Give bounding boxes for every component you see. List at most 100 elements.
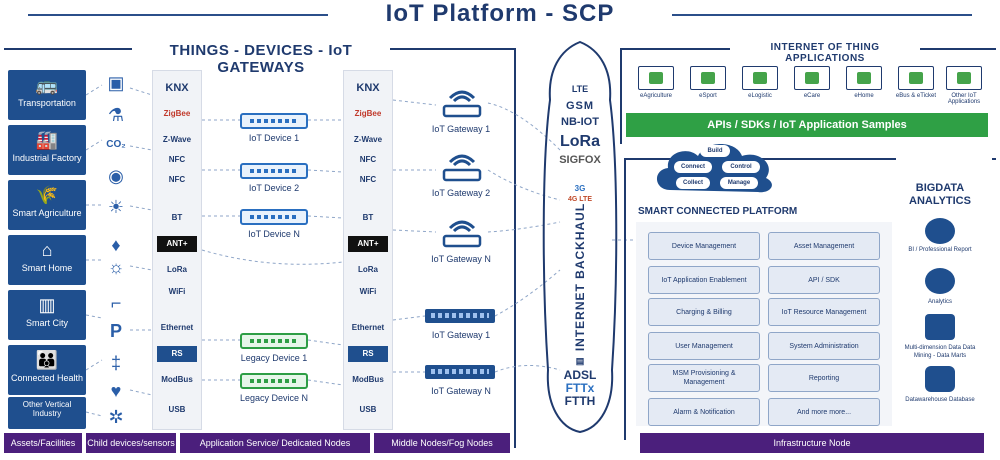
protocol-badge: Ethernet: [160, 323, 194, 332]
wifi-gateway-icon[interactable]: [436, 86, 488, 120]
app-label: Other IoT Applications: [947, 93, 981, 105]
api-sdk-bar[interactable]: APIs / SDKs / IoT Application Samples: [626, 113, 988, 137]
app-icon[interactable]: [742, 66, 778, 90]
platform-button[interactable]: User Management: [648, 332, 760, 360]
app-label: eCare: [803, 93, 821, 99]
bottom-bar-fog-nodes: Middle Nodes/Fog Nodes: [374, 433, 510, 453]
switch-gateway-n-icon[interactable]: [425, 365, 495, 379]
sigfox-label: SIGFOX: [559, 154, 601, 166]
iot-gateway-2-label: IoT Gateway 2: [431, 188, 491, 198]
category-other-vertical-industry[interactable]: Other Vertical Industry: [8, 397, 86, 429]
switch-gateway-1-icon[interactable]: [425, 309, 495, 323]
factory-icon: 🏭: [35, 130, 59, 150]
fttx-label: FTTx: [565, 381, 595, 395]
iot-device-1-router[interactable]: [240, 113, 308, 129]
nbiot-label: NB-IOT: [561, 116, 599, 128]
protocol-badge: Z-Wave: [162, 135, 192, 144]
app-icon[interactable]: [898, 66, 934, 90]
parking-icon: P: [109, 321, 122, 341]
platform-button[interactable]: IoT Application Enablement: [648, 266, 760, 294]
protocol-badge: LoRa: [358, 265, 378, 274]
app-icon[interactable]: [690, 66, 726, 90]
protocol-badge: KNX: [165, 82, 189, 94]
protocol-badge: ZigBee: [354, 109, 382, 118]
app-icon[interactable]: [946, 66, 982, 90]
category-label: Smart City: [25, 318, 68, 328]
category-label: Connected Health: [10, 373, 84, 383]
analytics-icon: [925, 268, 955, 294]
legacy-device-1-router[interactable]: [240, 333, 308, 349]
app-icon[interactable]: [638, 66, 674, 90]
bottom-bar-infrastructure: Infrastructure Node: [640, 433, 984, 453]
category-industrial-factory[interactable]: 🏭Industrial Factory: [8, 125, 86, 175]
platform-button[interactable]: Asset Management: [768, 232, 880, 260]
category-smart-home[interactable]: ⌂Smart Home: [8, 235, 86, 285]
protocol-badge: USB: [168, 405, 186, 414]
title-rule-right: [672, 14, 972, 16]
bottom-bar-child-devices: Child devices/sensors: [86, 433, 176, 453]
house-icon: ⌂: [41, 240, 53, 260]
platform-button[interactable]: API / SDK: [768, 266, 880, 294]
iot-device-2-router[interactable]: [240, 163, 308, 179]
bottom-bar-app-service: Application Service/ Dedicated Nodes: [180, 433, 370, 453]
legacy-device-n-router[interactable]: [240, 373, 308, 389]
category-connected-health[interactable]: 👪 Connected Health: [8, 345, 86, 395]
platform-button[interactable]: Charging & Billing: [648, 298, 760, 326]
protocol-badge: ANT+: [348, 236, 388, 252]
apps-title: INTERNET OF THING APPLICATIONS: [730, 42, 920, 64]
platform-button[interactable]: Device Management: [648, 232, 760, 260]
title-rule-left: [28, 14, 328, 16]
legacy-device-n-label: Legacy Device N: [239, 393, 309, 403]
3g-label: 3G: [574, 184, 586, 193]
thermometer-icon: ‡: [110, 353, 121, 373]
iot-device-1-label: IoT Device 1: [248, 133, 300, 143]
report-icon: [925, 218, 955, 244]
category-smart-city[interactable]: ▥ Smart City: [8, 290, 86, 340]
legacy-device-1-label: Legacy Device 1: [240, 353, 308, 363]
sun-icon: ☀: [107, 197, 125, 217]
protocol-badge: Z-Wave: [353, 135, 383, 144]
wifi-gateway-icon[interactable]: [436, 150, 488, 184]
category-transportation[interactable]: 🚌Transportation: [8, 70, 86, 120]
platform-button[interactable]: System Administration: [768, 332, 880, 360]
page-title: IoT Platform - SCP: [385, 0, 615, 27]
app-icon[interactable]: [794, 66, 830, 90]
platform-button[interactable]: MSM Provisioning & Management: [648, 364, 760, 392]
family-icon: 👪: [35, 350, 59, 370]
category-smart-agriculture[interactable]: 🌾Smart Agriculture: [8, 180, 86, 230]
4g-lte-label: 4G LTE: [568, 196, 592, 203]
iot-gateway-1-wired-label: IoT Gateway 1: [431, 330, 491, 340]
platform-button[interactable]: Alarm & Notification: [648, 398, 760, 426]
platform-button[interactable]: IoT Resource Management: [768, 298, 880, 326]
protocol-badge: NFC: [168, 175, 186, 184]
wifi-gateway-icon[interactable]: [436, 216, 488, 250]
platform-button[interactable]: Reporting: [768, 364, 880, 392]
iot-device-2-label: IoT Device 2: [248, 183, 300, 193]
app-icon[interactable]: [846, 66, 882, 90]
iot-device-n-router[interactable]: [240, 209, 308, 225]
camera-icon: ⌐: [110, 293, 122, 313]
cube-icon: [925, 314, 955, 340]
app-label: eAgriculture: [639, 93, 672, 99]
platform-frame: [624, 158, 996, 440]
platform-button[interactable]: And more more...: [768, 398, 880, 426]
iot-device-n-label: IoT Device N: [248, 229, 300, 239]
buildings-icon: ▥: [38, 295, 56, 315]
monitor-icon: ▣: [107, 73, 125, 93]
bigdata-title-line1: BIGDATA: [915, 182, 965, 194]
bigdata-item-datamart: Multi-dimension Data Data Mining - Data …: [904, 345, 976, 359]
heartbeat-icon: ♥: [110, 381, 122, 401]
bulb-icon: ☼: [107, 257, 125, 277]
protocol-badge: RS: [348, 346, 388, 362]
category-label: Transportation: [18, 98, 76, 108]
water-drop-icon: ♦: [111, 235, 121, 255]
protocol-badge: NFC: [168, 155, 186, 164]
protocol-badge: USB: [359, 405, 377, 414]
lora-label: LoRa: [560, 133, 600, 150]
platform-title: SMART CONNECTED PLATFORM: [638, 206, 798, 217]
protocol-badge: WiFi: [359, 287, 377, 296]
category-label: Smart Agriculture: [12, 208, 82, 218]
protocol-badge: KNX: [356, 82, 380, 94]
backhaul-title-wrap: INTERNET BACKHAUL: [548, 203, 612, 351]
